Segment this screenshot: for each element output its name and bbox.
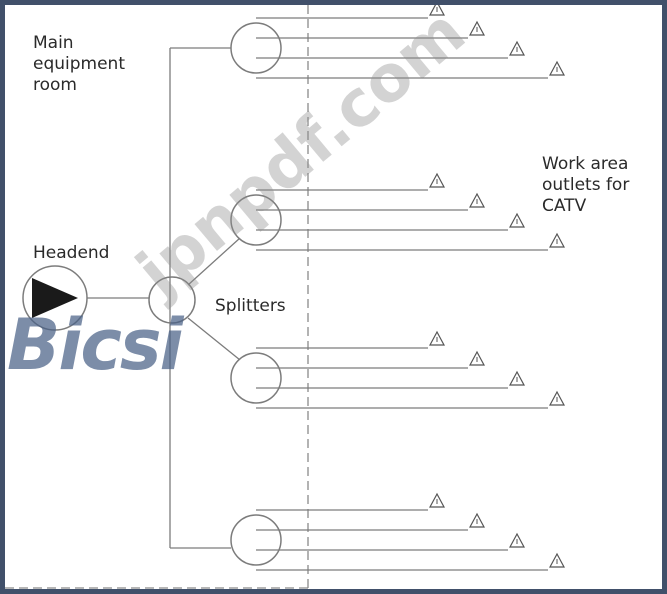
main-equipment-room-label: Main equipment room: [33, 33, 125, 95]
branch-line: [187, 237, 241, 286]
headend: [22, 265, 88, 331]
branch-line: [187, 317, 241, 361]
work-area-outlets-label: Work area outlets for CATV: [542, 154, 630, 216]
splitter-branches: [169, 5, 566, 571]
headend-label: Headend: [33, 243, 110, 263]
catv-distribution-diagram: [5, 5, 566, 589]
secondary-splitter: [230, 514, 282, 566]
secondary-splitter: [230, 352, 282, 404]
equipment-room-boundary: [5, 5, 309, 589]
play-triangle-icon: [32, 278, 78, 318]
main-splitter: [148, 276, 196, 324]
splitters-label: Splitters: [215, 296, 286, 316]
secondary-splitter: [230, 194, 282, 246]
secondary-splitter: [230, 22, 282, 74]
bicsi-logo-watermark: Bicsi: [7, 304, 184, 386]
